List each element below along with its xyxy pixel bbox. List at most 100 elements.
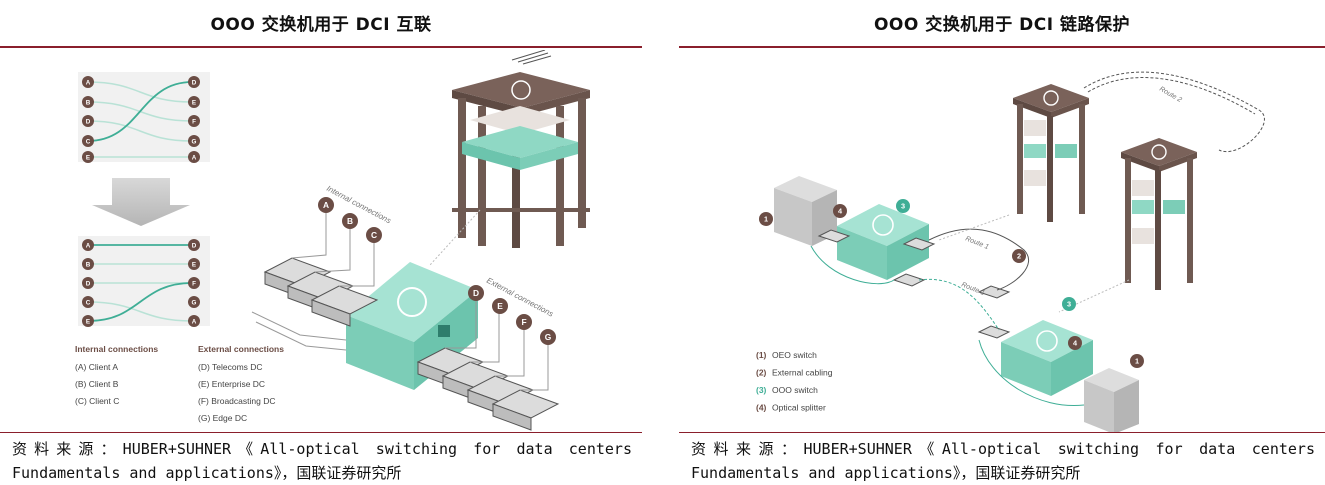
external-marker-text: F xyxy=(521,317,526,327)
client-marker: B xyxy=(342,213,358,229)
left-source-rule xyxy=(0,432,642,433)
dci-interconnect-diagram: A B D C E D E F G A A B D C E D E F G A Internal connect… xyxy=(75,50,590,431)
matrix-port: D xyxy=(82,115,94,127)
matrix-port-text: F xyxy=(192,280,196,287)
matrix-port: C xyxy=(82,135,94,147)
component-marker-text: 3 xyxy=(901,202,905,211)
matrix-after xyxy=(78,236,210,326)
legend-number: (1) xyxy=(756,350,767,360)
ooo-switch xyxy=(1001,320,1093,396)
external-marker: F xyxy=(516,314,532,330)
component-marker: 1 xyxy=(759,212,773,226)
matrix-port: B xyxy=(82,258,94,270)
right-panel: OOO 交换机用于 DCI 链路保护 Route 2 xyxy=(679,0,1325,485)
external-marker-text: D xyxy=(473,288,479,298)
matrix-port: D xyxy=(188,239,200,251)
server-rack xyxy=(452,50,590,248)
external-marker: D xyxy=(468,285,484,301)
component-marker: 3 xyxy=(896,199,910,213)
matrix-port: E xyxy=(188,258,200,270)
matrix-port-text: E xyxy=(86,318,90,325)
legend-number: (2) xyxy=(756,368,767,378)
optical-splitters xyxy=(817,229,1011,339)
client-modules xyxy=(263,257,379,327)
left-title-rule xyxy=(0,46,642,48)
matrix-port-text: G xyxy=(192,138,197,145)
ooo-switch xyxy=(837,204,929,280)
legend-number: (4) xyxy=(756,403,767,413)
matrix-port-text: G xyxy=(192,299,197,306)
left-source-note: 资料来源：HUBER+SUHNER《All-optical switching … xyxy=(12,437,632,485)
legend-label: External cabling xyxy=(772,368,833,378)
matrix-port-text: E xyxy=(192,99,196,106)
matrix-port-text: D xyxy=(192,79,197,86)
internal-connections-label: Internal connections xyxy=(325,184,392,226)
source-line: 资料来源：HUBER+SUHNER《All-optical switching … xyxy=(691,440,1315,458)
matrix-port: D xyxy=(82,277,94,289)
matrix-port-text: C xyxy=(86,138,91,145)
internal-legend-header: Internal connections xyxy=(75,344,158,354)
oeo-switch xyxy=(1084,368,1139,432)
matrix-port: F xyxy=(188,277,200,289)
matrix-port-text: D xyxy=(86,118,91,125)
matrix-port-text: A xyxy=(192,318,197,325)
component-marker: 4 xyxy=(1068,336,1082,350)
left-panel: OOO 交换机用于 DCI 互联 A B D C E D E F G A xyxy=(0,0,642,485)
component-marker-text: 1 xyxy=(764,215,768,224)
external-marker-text: G xyxy=(545,332,552,342)
oeo-switch xyxy=(774,176,837,246)
route-label: Route 1 xyxy=(960,281,985,297)
matrix-port-text: D xyxy=(86,280,91,287)
matrix-port: A xyxy=(82,239,94,251)
server-rack xyxy=(1013,84,1089,222)
component-marker: 3 xyxy=(1062,297,1076,311)
legend-number: (3) xyxy=(756,385,767,395)
legend-label: OEO switch xyxy=(772,350,817,360)
left-panel-title: OOO 交换机用于 DCI 互联 xyxy=(210,15,432,35)
client-marker: C xyxy=(366,227,382,243)
matrix-port: F xyxy=(188,115,200,127)
matrix-port-text: B xyxy=(86,261,91,268)
external-legend-header: External connections xyxy=(198,344,284,354)
matrix-port: A xyxy=(188,151,200,163)
external-marker: E xyxy=(492,298,508,314)
route-label: Route 1 xyxy=(964,235,989,251)
matrix-port-text: C xyxy=(86,299,91,306)
matrix-port-text: F xyxy=(192,118,196,125)
component-marker: 1 xyxy=(1130,354,1144,368)
right-panel-title: OOO 交换机用于 DCI 链路保护 xyxy=(873,15,1131,35)
matrix-port-text: D xyxy=(192,242,197,249)
internal-legend-item: (A) Client A xyxy=(75,362,118,372)
matrix-port-text: A xyxy=(86,242,91,249)
matrix-port: G xyxy=(188,296,200,308)
down-arrow-icon xyxy=(92,178,190,226)
client-marker-text: A xyxy=(323,200,329,210)
matrix-port-text: A xyxy=(86,79,91,86)
matrix-port: E xyxy=(188,96,200,108)
component-marker-text: 4 xyxy=(1073,339,1078,348)
matrix-port: E xyxy=(82,315,94,327)
client-marker: A xyxy=(318,197,334,213)
server-rack xyxy=(1121,138,1197,290)
matrix-port: D xyxy=(188,76,200,88)
fiber-cables xyxy=(251,212,549,391)
external-modules xyxy=(416,347,560,431)
external-marker: G xyxy=(540,329,556,345)
dci-link-protection-diagram: Route 2 xyxy=(756,71,1265,432)
matrix-port: G xyxy=(188,135,200,147)
external-legend-item: (D) Telecoms DC xyxy=(198,362,263,372)
matrix-port-text: A xyxy=(192,154,197,161)
source-line: Fundamentals and applications》，国联证券研究所 xyxy=(12,464,402,482)
route-label: Route 2 xyxy=(1158,86,1183,104)
right-source-note: 资料来源：HUBER+SUHNER《All-optical switching … xyxy=(691,437,1315,485)
external-legend-item: (F) Broadcasting DC xyxy=(198,396,275,406)
matrix-port: A xyxy=(188,315,200,327)
matrix-port-text: E xyxy=(192,261,196,268)
matrix-port-text: B xyxy=(86,99,91,106)
component-marker-text: 4 xyxy=(838,207,843,216)
component-marker: 2 xyxy=(1012,249,1026,263)
legend-label: Optical splitter xyxy=(772,403,826,413)
matrix-port: B xyxy=(82,96,94,108)
matrix-before xyxy=(78,72,210,162)
right-title-rule xyxy=(679,46,1325,48)
